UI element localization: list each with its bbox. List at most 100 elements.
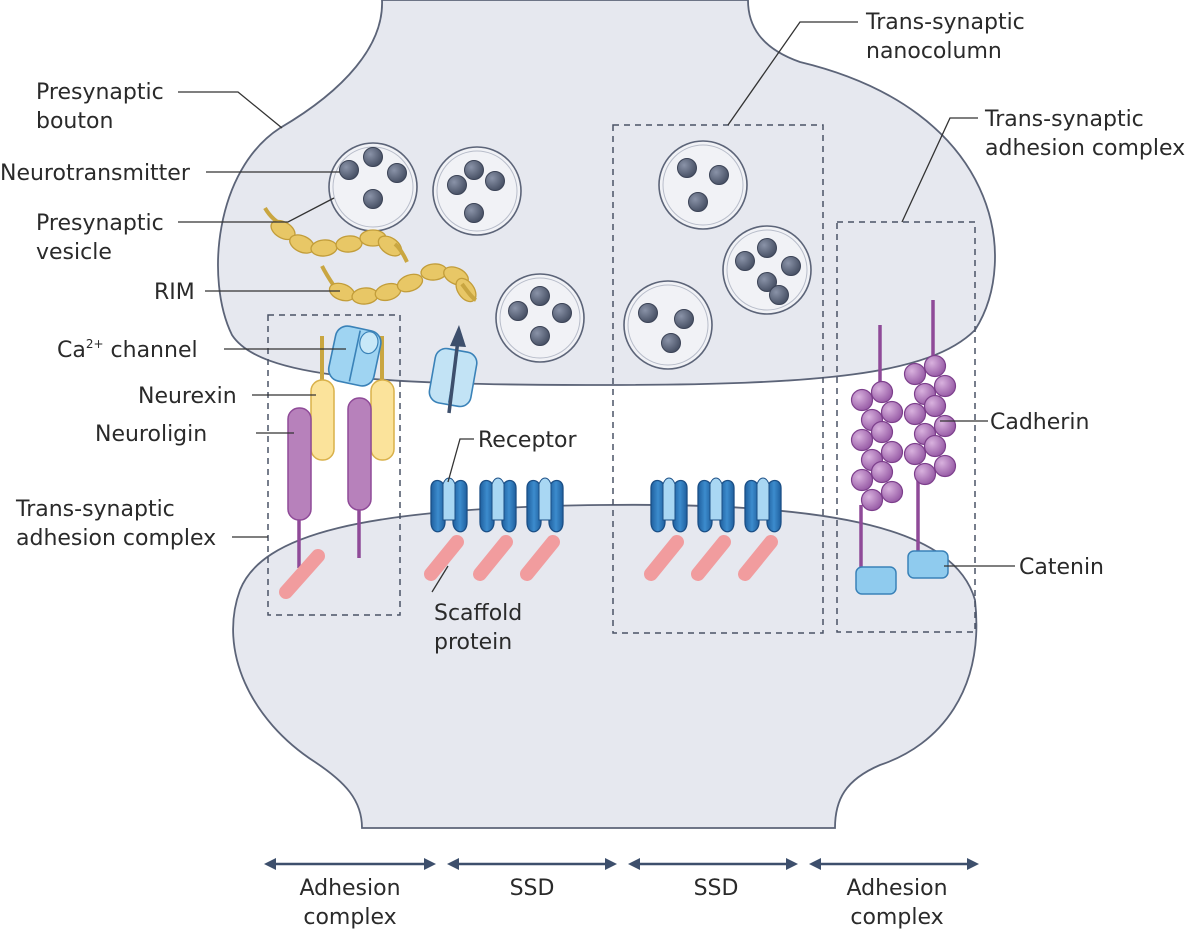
receptor-subunit-right (719, 479, 735, 533)
vesicle-inner-ring (627, 284, 709, 366)
neurotransmitter-molecule (447, 175, 467, 195)
neuroligin-left (287, 407, 312, 521)
vesicle-inner-ring (499, 277, 581, 359)
cadherin-domain (860, 488, 884, 512)
neurexin-left (310, 379, 335, 461)
scaffold-protein (424, 535, 464, 581)
cadherin-domain (870, 380, 894, 404)
neurotransmitter-molecule (709, 165, 729, 185)
cadherin-domain (933, 454, 957, 478)
receptor-subunit-left (744, 479, 760, 533)
cadherin-domain (923, 394, 947, 418)
receptors (424, 477, 782, 581)
cadherin-domain (903, 442, 927, 466)
neurotransmitter-molecule (363, 189, 383, 209)
receptor-core (538, 477, 552, 521)
label-presynaptic-bouton-1: Presynaptic (36, 80, 164, 105)
cadherin-domain (870, 420, 894, 444)
cadherin-domain (933, 374, 957, 398)
label-adhesion-right-2: adhesion complex (985, 136, 1185, 161)
neurotransmitter-molecule (688, 192, 708, 212)
scaffold-protein (644, 535, 684, 581)
cadherin-domain (923, 354, 947, 378)
cadherin-domain (850, 468, 874, 492)
label-neuroligin: Neuroligin (95, 422, 207, 447)
receptor-subunit-right (452, 479, 468, 533)
neurotransmitter-molecule (339, 160, 359, 180)
neurotransmitter-molecule (638, 303, 658, 323)
axis-label-2: SSD (510, 876, 555, 901)
neurexin-right (370, 379, 395, 461)
receptor-core (491, 477, 505, 521)
bottom-axis: Adhesion complex SSD SSD Adhesion comple… (264, 858, 979, 930)
neurotransmitter-molecule (735, 251, 755, 271)
neurotransmitter-molecule (757, 272, 777, 292)
receptor-subunit-right (501, 479, 517, 533)
presynaptic-vesicle (658, 140, 748, 230)
vesicle-inner-ring (662, 144, 744, 226)
neurotransmitter-molecule (387, 163, 407, 183)
neurotransmitter-molecule (464, 160, 484, 180)
label-presynaptic-vesicle-1: Presynaptic (36, 211, 164, 236)
cadherin-domain (850, 428, 874, 452)
ca-channel (327, 325, 382, 387)
label-neurexin: Neurexin (138, 384, 237, 409)
neurotransmitter-molecule (485, 171, 505, 191)
label-catenin: Catenin (1019, 555, 1104, 580)
trafficking-channel (428, 325, 478, 414)
cadherin-domain (903, 402, 927, 426)
receptor-core (756, 477, 770, 521)
neurotransmitter-molecule (508, 301, 528, 321)
neurexin-neuroligin-complex (279, 325, 395, 599)
presynaptic-vesicle (495, 273, 585, 363)
leader-lines (178, 21, 1015, 593)
label-adhesion-right-1: Trans-synaptic (984, 107, 1144, 132)
neurotransmitter-molecule (769, 285, 789, 305)
cadherin-domain (923, 434, 947, 458)
label-rim: RIM (154, 280, 195, 305)
label-presynaptic-vesicle-2: vesicle (36, 240, 112, 265)
cadherin-domain (850, 388, 874, 412)
label-cadherin: Cadherin (990, 410, 1089, 435)
cadherin-domain (880, 440, 904, 464)
catenin-right (907, 550, 949, 579)
receptor-subunit-right (548, 479, 564, 533)
neurotransmitter-molecule (677, 158, 697, 178)
receptor-subunit-left (430, 479, 446, 533)
rim-bead (396, 273, 424, 293)
vesicle-inner-ring (436, 150, 518, 232)
cadherin-domain (903, 362, 927, 386)
nanocolumn-box (612, 124, 824, 634)
neuroligin-right (347, 397, 372, 511)
axis-arrow-2 (447, 858, 617, 870)
label-adhesion-left-1: Trans-synaptic (15, 497, 175, 522)
axis-label-1-line2: complex (303, 905, 396, 930)
receptor-core (662, 477, 676, 521)
axis-arrow-1 (264, 858, 436, 870)
receptor-subunit-left (697, 479, 713, 533)
rim-chain (263, 206, 478, 305)
neurotransmitter-molecule (674, 309, 694, 329)
neurotransmitter-molecule (757, 238, 777, 258)
scaffold-protein (691, 535, 731, 581)
vesicles (328, 140, 812, 370)
receptor-core (709, 477, 723, 521)
cadherin-domain (913, 462, 937, 486)
axis-label-4-line1: Adhesion (846, 876, 947, 901)
postsynaptic-terminal (232, 503, 978, 829)
neurotransmitter-molecule (464, 203, 484, 223)
axis-label-4-line2: complex (850, 905, 943, 930)
neurotransmitter-molecule (363, 147, 383, 167)
cadherin-domain (870, 460, 894, 484)
neurotransmitter-molecule (552, 303, 572, 323)
label-neurotransmitter: Neurotransmitter (0, 161, 191, 186)
label-receptor: Receptor (478, 428, 578, 453)
receptor-subunit-left (650, 479, 666, 533)
cadherin-complex (850, 300, 957, 595)
catenin-left (855, 566, 897, 595)
presynaptic-vesicle (432, 146, 522, 236)
label-presynaptic-bouton-2: bouton (36, 109, 113, 134)
presynaptic-vesicle (623, 280, 713, 370)
neurotransmitter-molecule (530, 326, 550, 346)
